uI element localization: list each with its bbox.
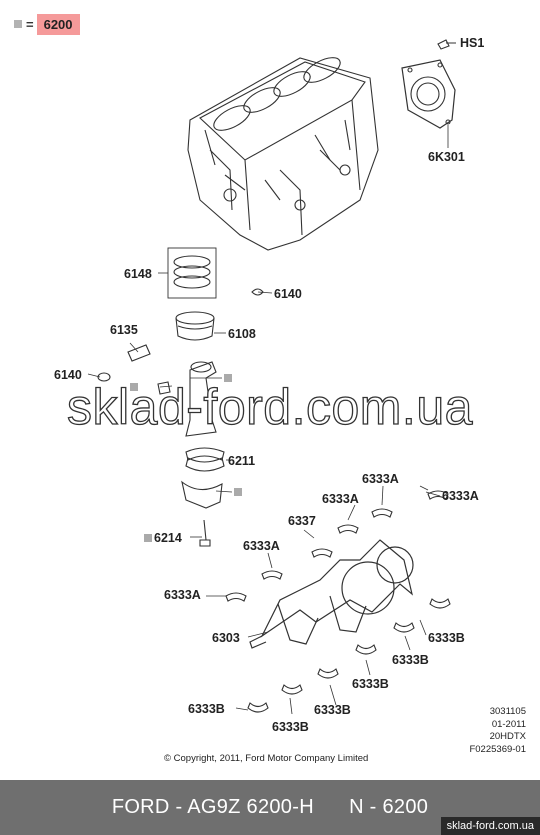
- label-6333a[interactable]: 6333A: [322, 492, 359, 506]
- piston-rings: [167, 247, 217, 299]
- label-6333b[interactable]: 6333B: [272, 720, 309, 734]
- conrod-bearing: [185, 447, 225, 472]
- bearing-shells-lower: [247, 598, 451, 713]
- meta-line: 3031105: [489, 706, 526, 717]
- label-6211[interactable]: 6211: [228, 454, 256, 468]
- crankshaft: [249, 539, 414, 649]
- meta-line: 20HDTX: [489, 731, 526, 742]
- label-hs1[interactable]: HS1: [460, 36, 485, 50]
- gray-square-icon: [130, 383, 138, 391]
- gray-square-icon: [14, 20, 22, 28]
- label-6333b[interactable]: 6333B: [314, 703, 351, 717]
- engine-block: [187, 57, 379, 251]
- rod-cap: [181, 480, 223, 509]
- piston-clip-top: [251, 288, 264, 296]
- label-6140-top[interactable]: 6140: [274, 287, 302, 301]
- footer-title: FORD - AG9Z 6200-H N - 6200: [111, 796, 429, 818]
- label-6333a[interactable]: 6333A: [243, 539, 280, 553]
- label-6k301[interactable]: 6K301: [428, 150, 465, 164]
- label-6333b[interactable]: 6333B: [188, 702, 225, 716]
- label-6337[interactable]: 6337: [288, 514, 316, 528]
- label-6135[interactable]: 6135: [110, 323, 138, 337]
- rear-seal: [401, 59, 456, 129]
- piston-clip-left: [97, 372, 111, 382]
- parts-diagram: = 6200 HS1 6K301 6148 6140 6108 6135 614…: [14, 12, 526, 764]
- copyright: © Copyright, 2011, Ford Motor Company Li…: [164, 753, 369, 764]
- drawing-meta: 3031105 01-2011 20HDTX F0225369-01: [469, 706, 526, 756]
- meta-line: F0225369-01: [469, 743, 526, 755]
- diagram-drawing: [87, 39, 456, 715]
- footer-site-link[interactable]: sklad-ford.com.ua: [440, 817, 540, 835]
- label-6333a[interactable]: 6333A: [164, 588, 201, 602]
- connecting-rod: [157, 361, 217, 437]
- label-6333a[interactable]: 6333A: [442, 489, 479, 503]
- piston: [175, 311, 215, 341]
- footer-bar: FORD - AG9Z 6200-H N - 6200 sklad-ford.c…: [0, 780, 540, 835]
- hs1-part: [437, 39, 456, 50]
- label-6333b[interactable]: 6333B: [392, 653, 429, 667]
- label-6303[interactable]: 6303: [212, 631, 240, 645]
- bearing-shells-upper: [225, 490, 449, 602]
- legend: = 6200: [14, 12, 80, 36]
- legend-equals: =: [26, 16, 34, 32]
- label-6333b[interactable]: 6333B: [352, 677, 389, 691]
- label-6148[interactable]: 6148: [124, 267, 152, 281]
- legend-code: 6200: [36, 13, 80, 35]
- piston-pin: [127, 344, 151, 362]
- gray-square-icon: [144, 534, 152, 542]
- label-6333a[interactable]: 6333A: [362, 472, 399, 486]
- gray-square-icon: [234, 488, 242, 496]
- rod-bolt: [199, 519, 211, 547]
- label-6140-left[interactable]: 6140: [54, 368, 82, 382]
- label-6214[interactable]: 6214: [154, 531, 182, 545]
- watermark: sklad-ford.com.ua: [66, 378, 473, 435]
- label-6333b[interactable]: 6333B: [428, 631, 465, 645]
- gray-square-icon: [224, 374, 232, 382]
- label-6108[interactable]: 6108: [228, 327, 256, 341]
- meta-line: 01-2011: [491, 718, 526, 730]
